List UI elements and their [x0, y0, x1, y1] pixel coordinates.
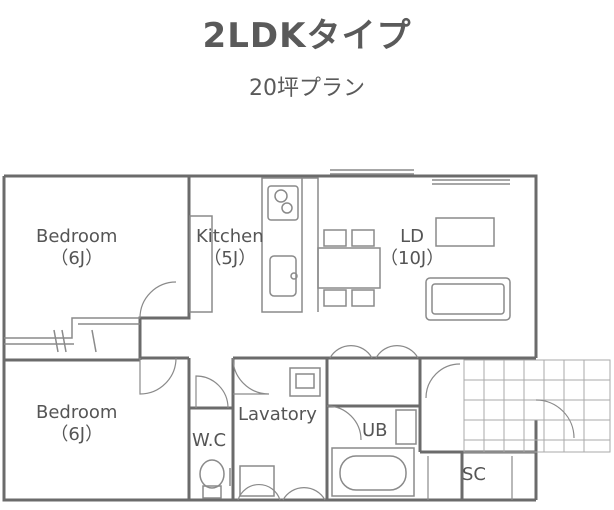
room-name: UB	[362, 420, 388, 441]
dining-table	[317, 229, 381, 307]
plan-subtitle: 20坪プラン	[249, 76, 365, 101]
interior-walls	[4, 176, 536, 500]
storage-shelves	[427, 456, 513, 500]
room-name: W.C	[192, 430, 227, 451]
room-size: （10J）	[380, 248, 445, 269]
room-label-kitchen: Kitchen （5J）	[196, 226, 264, 270]
room-size: （6J）	[50, 248, 104, 269]
room-name: LD	[400, 226, 425, 247]
entrance-tiles	[463, 359, 611, 453]
room-name: Kitchen	[196, 226, 264, 247]
living-furniture	[425, 217, 511, 321]
room-label-lavatory: Lavatory	[238, 404, 317, 426]
room-name: SC	[462, 464, 486, 485]
room-label-ub: UB	[362, 420, 388, 442]
room-name: Lavatory	[238, 404, 317, 425]
door-swings	[139, 281, 575, 501]
room-size: （6J）	[50, 424, 104, 445]
room-label-bedroom-bottom: Bedroom （6J）	[36, 402, 117, 446]
room-size: （5J）	[203, 248, 257, 269]
room-name: Bedroom	[36, 226, 118, 247]
windows	[330, 169, 510, 185]
lavatory-fixtures	[239, 367, 321, 497]
room-label-bedroom-top: Bedroom （6J）	[36, 226, 117, 270]
plan-title: 2LDKタイプ	[202, 16, 412, 56]
outer-walls	[2, 174, 538, 502]
room-label-sc: SC	[462, 464, 486, 486]
bathtub	[331, 409, 417, 497]
room-name: Bedroom	[36, 402, 118, 423]
toilet	[199, 459, 231, 499]
closet	[4, 317, 140, 353]
room-label-wc: W.C	[192, 430, 226, 452]
room-label-ld: LD （10J）	[380, 226, 444, 270]
